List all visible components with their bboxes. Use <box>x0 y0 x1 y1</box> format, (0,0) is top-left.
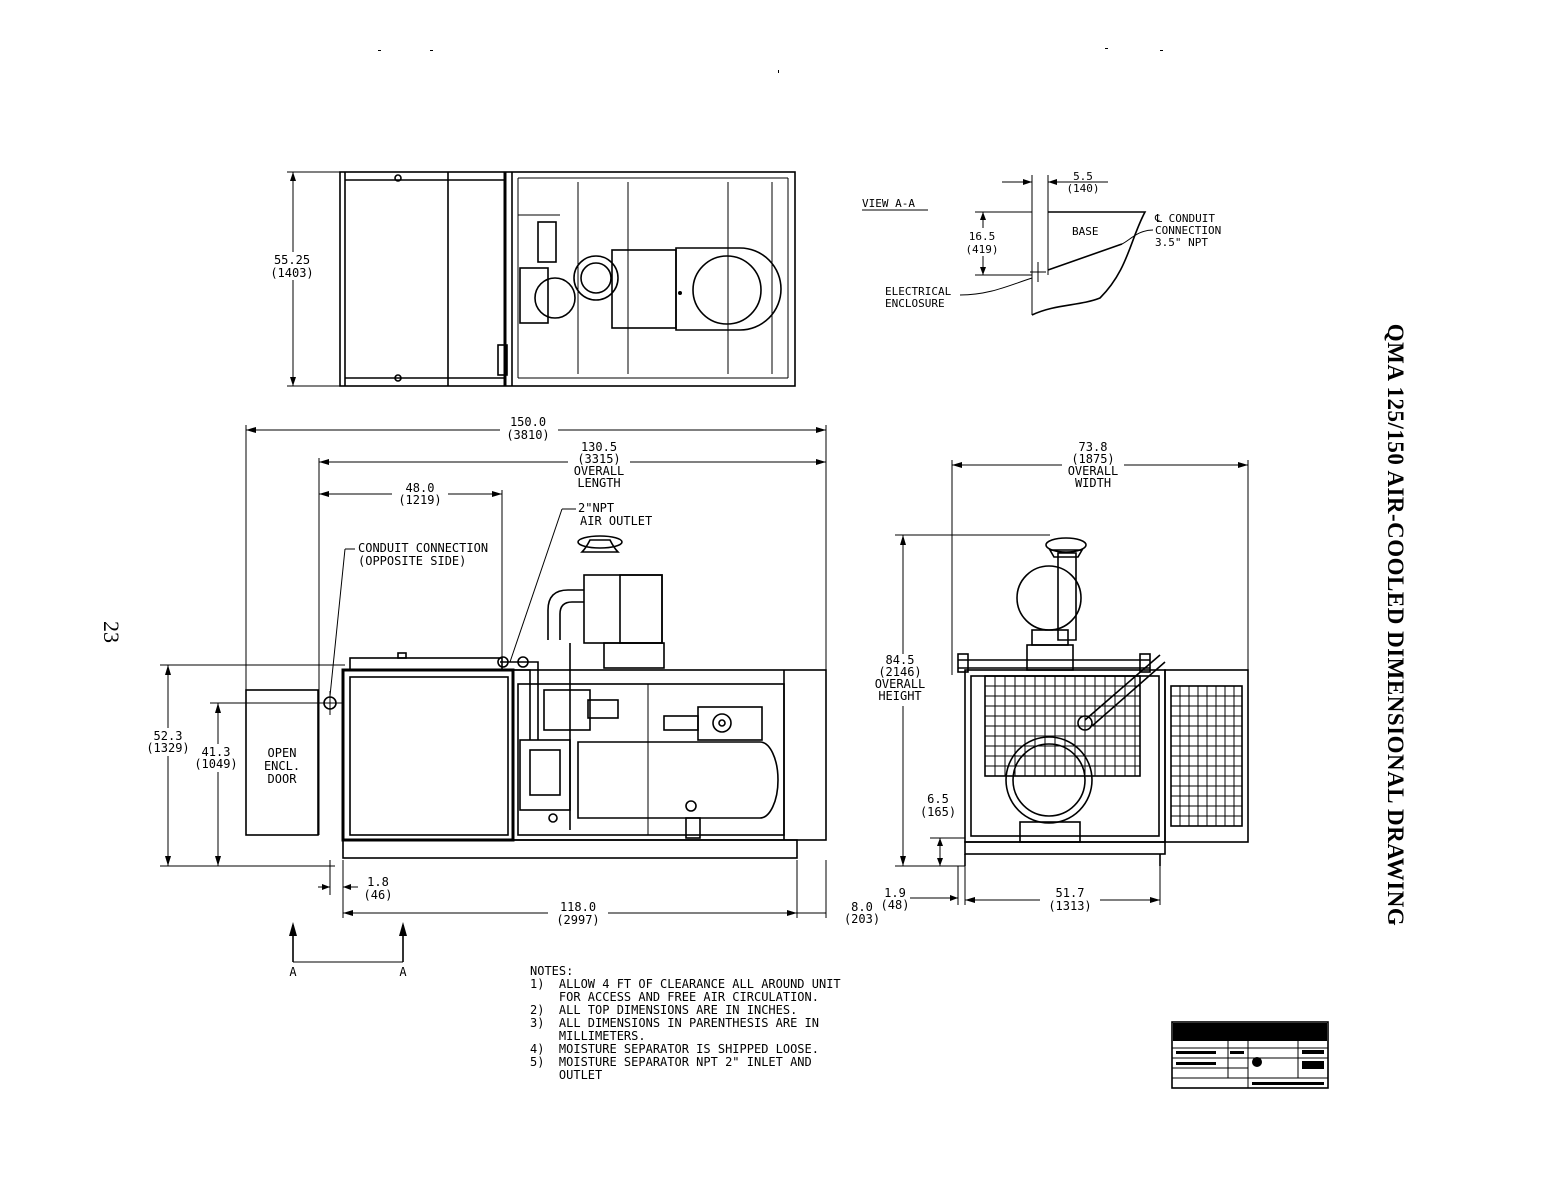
side-height-in: 52.3 <box>154 729 183 743</box>
view-aa-label: VIEW A-A <box>862 197 915 210</box>
note-line-3: 2) ALL TOP DIMENSIONS ARE IN INCHES. <box>530 1003 797 1017</box>
side-total-mm: (3810) <box>506 428 549 442</box>
side-height-mm: (1329) <box>146 741 189 755</box>
side-length-label1: OVERALL <box>574 464 625 478</box>
end-base-w-mm: (1313) <box>1048 899 1091 913</box>
door-height-mm: (1049) <box>194 757 237 771</box>
side-18-in: 1.8 <box>367 875 389 889</box>
notes-heading: NOTES: <box>530 964 573 978</box>
air-outlet-line1: 2"NPT <box>578 501 614 515</box>
door-line1: OPEN <box>268 746 297 760</box>
note-line-2: FOR ACCESS AND FREE AIR CIRCULATION. <box>530 990 819 1004</box>
side-18-mm: (46) <box>364 888 393 902</box>
side-grille <box>1171 686 1242 826</box>
note-line-4: 3) ALL DIMENSIONS IN PARENTHESIS ARE IN <box>530 1016 819 1030</box>
door-line2: ENCL. <box>264 759 300 773</box>
note-line-5: MILLIMETERS. <box>530 1029 646 1043</box>
base-length-mm: (2997) <box>556 913 599 927</box>
air-outlet-line2: AIR OUTLET <box>580 514 652 528</box>
view-aa: VIEW A-A 5.5 (140) 16.5 (419) BASE ℄ CON… <box>862 170 1221 316</box>
top-width-in: 55.25 <box>274 253 310 267</box>
top-view: 55.25 (1403) <box>268 171 796 387</box>
end-height-in: 84.5 <box>886 653 915 667</box>
side-8-mm: (203) <box>844 912 880 926</box>
aa-conduit-line2: CONNECTION <box>1155 224 1221 237</box>
section-a-right: A <box>399 965 407 979</box>
end-height-label2: HEIGHT <box>878 689 921 703</box>
aa-base-label: BASE <box>1072 225 1099 238</box>
aa-height-in: 16.5 <box>969 230 996 243</box>
aa-offset-in: 5.5 <box>1073 170 1093 183</box>
drawing-title: QMA 125/150 AIR-COOLED DIMENSIONAL DRAWI… <box>1383 324 1408 926</box>
notes-block: NOTES: 1) ALLOW 4 FT OF CLEARANCE ALL AR… <box>530 964 841 1082</box>
side-length-label2: LENGTH <box>577 476 620 490</box>
end-view: 73.8 (1875) OVERALL WIDTH 84.5 (2146) OV… <box>870 440 1249 914</box>
end-base-w-in: 51.7 <box>1056 886 1085 900</box>
aa-enclosure-line2: ENCLOSURE <box>885 297 945 310</box>
door-height-in: 41.3 <box>202 745 231 759</box>
side-conduit-line2: (OPPOSITE SIDE) <box>358 554 466 568</box>
page-number: 23 <box>99 621 124 643</box>
end-width-label2: WIDTH <box>1075 476 1111 490</box>
title-block <box>1171 1021 1329 1089</box>
end-65-mm: (165) <box>920 805 956 819</box>
top-width-mm: (1403) <box>270 266 313 280</box>
aa-height-mm: (419) <box>965 243 998 256</box>
end-19-in: 1.9 <box>884 886 906 900</box>
aa-conduit-line3: 3.5" NPT <box>1155 236 1208 249</box>
note-line-7: 5) MOISTURE SEPARATOR NPT 2" INLET AND <box>530 1055 812 1069</box>
end-width-label1: OVERALL <box>1068 464 1119 478</box>
side-total-in: 150.0 <box>510 415 546 429</box>
aa-offset-mm: (140) <box>1066 182 1099 195</box>
side-view: 150.0 (3810) 130.5 (3315) OVERALL LENGTH… <box>146 415 880 979</box>
end-width-mm: (1875) <box>1071 452 1114 466</box>
note-line-1: 1) ALLOW 4 FT OF CLEARANCE ALL AROUND UN… <box>530 977 841 991</box>
side-48-mm: (1219) <box>398 493 441 507</box>
door-line3: DOOR <box>268 772 298 786</box>
section-a-left: A <box>289 965 297 979</box>
end-height-label1: OVERALL <box>875 677 926 691</box>
side-8-in: 8.0 <box>851 900 873 914</box>
scan-specks <box>378 48 1163 73</box>
note-line-8: OUTLET <box>530 1068 602 1082</box>
end-65-in: 6.5 <box>927 792 949 806</box>
end-width-in: 73.8 <box>1079 440 1108 454</box>
side-conduit-line1: CONDUIT CONNECTION <box>358 541 488 555</box>
aa-enclosure-line1: ELECTRICAL <box>885 285 952 298</box>
side-length-mm: (3315) <box>577 452 620 466</box>
end-grille <box>985 676 1140 776</box>
side-length-in: 130.5 <box>581 440 617 454</box>
note-line-6: 4) MOISTURE SEPARATOR IS SHIPPED LOOSE. <box>530 1042 819 1056</box>
end-height-mm: (2146) <box>878 665 921 679</box>
side-48-in: 48.0 <box>406 481 435 495</box>
base-length-in: 118.0 <box>560 900 596 914</box>
aa-conduit-line1: ℄ CONDUIT <box>1154 212 1215 225</box>
end-19-mm: (48) <box>881 898 910 912</box>
